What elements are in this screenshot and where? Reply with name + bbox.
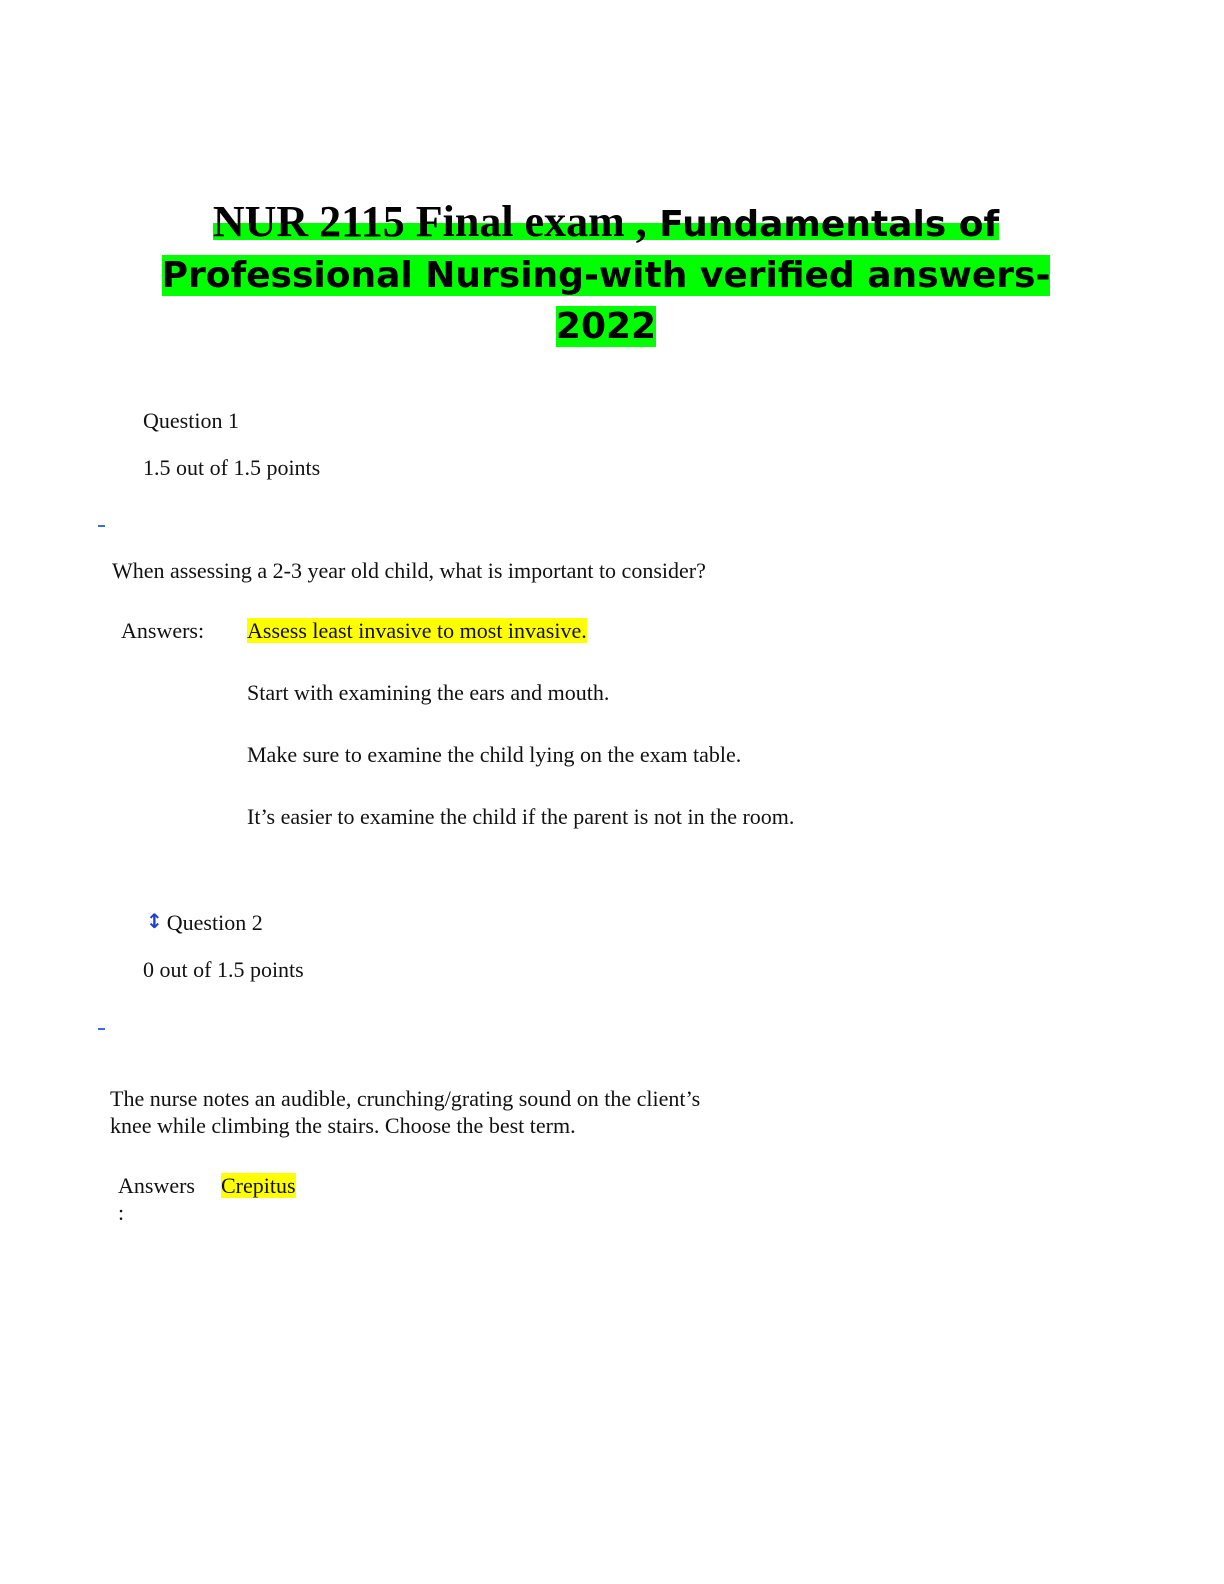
- title-line-1: NUR 2115 Final exam , Fundamentals of: [212, 197, 1000, 246]
- question-1-answer-option: Start with examining the ears and mouth.: [247, 680, 610, 705]
- collapse-dash-icon[interactable]: [98, 525, 105, 527]
- question-1-answers-label: Answers:: [121, 618, 205, 643]
- question-2-answers-label: Answers: [118, 1173, 195, 1198]
- title-line-2: Professional Nursing-with verified answe…: [161, 255, 1051, 296]
- document-title: NUR 2115 Final exam , Fundamentals of Pr…: [150, 200, 1062, 356]
- question-1-prompt: When assessing a 2-3 year old child, wha…: [112, 558, 706, 583]
- question-2-answer-correct: Crepitus: [221, 1173, 296, 1198]
- question-1-label: Question 1: [143, 408, 239, 433]
- collapse-dash-icon[interactable]: [98, 1028, 105, 1030]
- question-2-score: 0 out of 1.5 points: [143, 957, 304, 982]
- question-1-answer-option: It’s easier to examine the child if the …: [247, 804, 795, 829]
- question-1-score: 1.5 out of 1.5 points: [143, 455, 321, 480]
- question-2-prompt-line-1: The nurse notes an audible, crunching/gr…: [110, 1086, 701, 1111]
- question-1-answer-correct: Assess least invasive to most invasive.: [247, 618, 587, 643]
- question-2-prompt-line-2: knee while climbing the stairs. Choose t…: [110, 1113, 576, 1138]
- question-1-answer-option: Make sure to examine the child lying on …: [247, 742, 742, 767]
- up-down-arrow-icon: ↕: [146, 909, 163, 933]
- title-line-3: 2022: [555, 306, 657, 347]
- question-2-answers-label-colon: :: [118, 1200, 125, 1225]
- question-2-label: ↕Question 2: [146, 909, 263, 935]
